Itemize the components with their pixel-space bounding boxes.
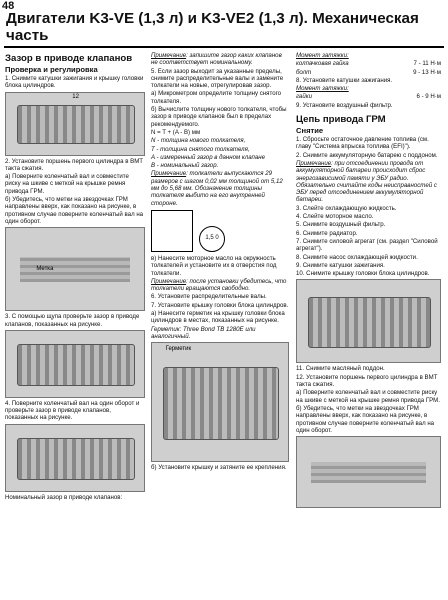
note-text: запишите зазор каких клапанов не соответ…	[151, 52, 282, 67]
torque-value: 7 - 11 Н·м	[413, 60, 441, 68]
step-8: 8. Установите катушки зажигания.	[296, 76, 393, 84]
removal-step-11: 11. Снимите масляный поддон.	[296, 365, 385, 373]
subsection-heading: Снятие	[296, 125, 324, 135]
sealant-note: Герметик: Three Bond TB 1280E или аналог…	[151, 325, 256, 340]
formula: N = T + (A - B) мм	[151, 128, 201, 136]
page-number: 48	[2, 0, 15, 12]
step-2a: а) Поверните коленчатый вал и совместите…	[5, 173, 129, 195]
removal-step-9: 9. Снимите катушки зажигания.	[296, 261, 385, 269]
legend-b: B - номинальный зазор.	[151, 162, 219, 170]
step-7: 7. Установите крышку головки блока цилин…	[151, 301, 289, 309]
torque-label: Момент затяжки:	[296, 52, 349, 59]
column-3: Момент затяжки: колпачковая гайка 7 - 11 …	[296, 52, 441, 510]
step-2: 2. Установите поршень первого цилиндра в…	[5, 157, 144, 172]
figure-valves-check-1	[5, 329, 145, 398]
legend-n: N - толщина нового толкателя,	[151, 137, 246, 145]
figure-cylinder-head: 12	[5, 91, 145, 156]
legend-t: T - толщина снятого толкателя,	[151, 145, 250, 153]
note-text: толкатели выпускаются 29 размеров с шаго…	[151, 170, 283, 207]
step-6: 6. Установите распределительные валы.	[151, 293, 267, 301]
figure-sealant: Герметик	[151, 342, 289, 463]
step-5a: а) Микрометром определите толщину снятог…	[151, 90, 282, 105]
tappet-square	[151, 209, 193, 252]
engine-drawing	[311, 461, 426, 483]
step-4: 4. Поверните коленчатый вал на один обор…	[5, 399, 140, 422]
torque-item: болт	[296, 68, 312, 76]
engine-drawing	[308, 296, 431, 348]
step-9: 9. Установите воздушный фильтр.	[296, 101, 393, 109]
removal-step-4: 4. Слейте моторное масло.	[296, 213, 374, 221]
divider	[4, 46, 444, 48]
engine-drawing	[17, 344, 135, 386]
torque-value: 9 - 13 Н·м	[413, 68, 441, 76]
step-7a: а) Нанесите герметик на крышку головки б…	[151, 310, 285, 325]
note-label: Примечание	[296, 159, 332, 167]
torque-value: 6 - 9 Н·м	[416, 93, 441, 101]
page-title: Двигатели K3-VE (1,3 л) и K3-VE2 (1,3 л)…	[6, 10, 419, 44]
removal-step-3: 3. Слейте охлаждающую жидкость.	[296, 204, 397, 212]
torque-item: колпачковая гайка	[296, 60, 349, 68]
column-1: Зазор в приводе клапанов Проверка и регу…	[5, 52, 145, 502]
step-1: 1. Снимите катушки зажигания и крышку го…	[5, 75, 144, 90]
figure-timing-chain	[296, 279, 441, 364]
note-label: Примечание	[151, 52, 187, 59]
step-5b: б) Вычислите толщину нового толкателя, ч…	[151, 106, 287, 128]
torque-label: Момент затяжки:	[296, 85, 349, 93]
section-heading: Цепь привода ГРМ	[296, 114, 386, 126]
removal-step-12a: а) Поверните коленчатый вал и совместите…	[296, 389, 440, 404]
tappet-figure: 1,5 0	[151, 209, 289, 252]
figure-label: Герметик	[165, 346, 192, 353]
removal-step-6: 6. Снимите радиатор.	[296, 229, 358, 237]
torque-item: гайки	[296, 93, 312, 101]
engine-drawing	[17, 104, 135, 145]
note-text: при отсоединении провода от аккумуляторн…	[296, 159, 437, 204]
removal-step-7: 7. Снимите силовой агрегат (см. раздел "…	[296, 237, 438, 253]
note-label: Примечание	[151, 170, 187, 178]
tappet-circle: 1,5 0	[199, 225, 225, 252]
engine-drawing	[162, 366, 280, 440]
note-text: после установки убедитесь, что толкатели…	[151, 277, 287, 293]
step-3: 3. С помощью щупа проверьте зазор в прив…	[5, 313, 140, 328]
figure-timing-marks: Метка	[5, 227, 145, 312]
removal-step-1: 1. Сбросьте остаточное давление топлива …	[296, 136, 429, 151]
step-7b: б) Установите крышку и затяните ее крепл…	[151, 464, 287, 472]
removal-step-10: 10. Снимите крышку головки блока цилиндр…	[296, 270, 430, 278]
figure-valves-check-2	[5, 423, 145, 492]
step-5v: в) Нанесите моторное масло на окружность…	[151, 254, 277, 277]
removal-step-12: 12. Установите поршень первого цилиндра …	[296, 373, 438, 389]
clearance-footer: Номинальный зазор в приводе клапанов:	[5, 493, 123, 501]
step-5: 5. Если зазор выходит за указанные преде…	[151, 67, 284, 90]
removal-step-2: 2. Снимите аккумуляторную батарею с подд…	[296, 151, 438, 159]
section-heading: Зазор в приводе клапанов	[5, 53, 133, 64]
figure-sprocket-marks	[296, 436, 441, 509]
column-2: Примечание: запишите зазор каких клапано…	[151, 52, 289, 472]
engine-drawing	[19, 256, 131, 282]
removal-step-5: 5. Снимите воздушный фильтр.	[296, 221, 386, 229]
step-2b: б) Убедитесь, что метки на звездочках ГР…	[5, 196, 144, 225]
figure-label: 12	[72, 93, 79, 100]
subsection-heading: Проверка и регулировка	[5, 64, 98, 74]
note-label: Примечание	[151, 277, 187, 285]
figure-label: Метка	[36, 265, 54, 272]
removal-step-12b: б) Убедитесь, что метки на звездочках ГР…	[296, 404, 435, 434]
removal-step-8: 8. Снимите насос охлаждающей жидкости.	[296, 253, 418, 261]
engine-drawing	[17, 437, 135, 480]
legend-a: A - измеренный зазор в данном клапане	[151, 153, 265, 161]
